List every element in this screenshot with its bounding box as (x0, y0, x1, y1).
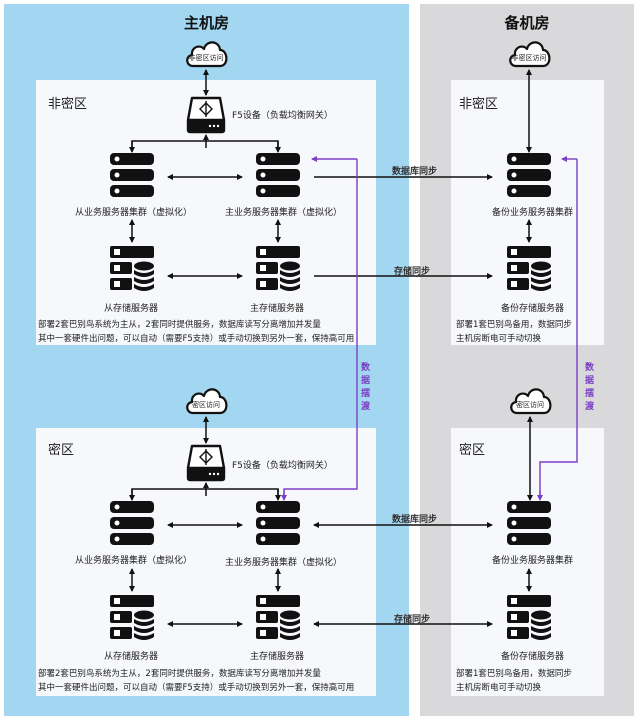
cloud-label: 非密区访问 (188, 54, 224, 62)
db-sync-label: 数据库同步 (392, 167, 438, 177)
storage-server-icon (507, 595, 551, 640)
main-public-zone: 非密区 (36, 80, 376, 345)
storage-server-icon (110, 595, 154, 640)
storage-server-icon (256, 246, 300, 291)
server-cluster-icon (110, 501, 154, 545)
master-cluster-label: 主业务服务器集群（虚拟化） (225, 558, 343, 568)
server-cluster-icon (256, 153, 300, 197)
slave-cluster-label: 从业务服务器集群（虚拟化） (75, 556, 193, 566)
storage-server-icon (256, 595, 300, 640)
slave-cluster-label: 从业务服务器集群（虚拟化） (75, 208, 193, 218)
backup-cluster-label: 备份业务服务器集群 (492, 556, 574, 566)
master-storage-label: 主存储服务器 (250, 652, 305, 662)
zone-description: 部署2套巴别鸟系统为主从，2套同时提供服务，数据库读写分离增加并发量 其中一套硬… (38, 669, 355, 693)
master-storage-label: 主存储服务器 (250, 304, 305, 314)
zone-label: 非密区 (48, 97, 88, 112)
zone-label: 密区 (459, 443, 486, 458)
storage-sync-label: 存储同步 (394, 615, 431, 625)
cloud-label: 密区访问 (516, 401, 544, 409)
cloud-label: 非密区访问 (511, 54, 547, 62)
load-balancer-icon (186, 444, 226, 482)
db-sync-label: 数据库同步 (392, 515, 438, 525)
server-cluster-icon (256, 501, 300, 545)
data-transfer-line (539, 159, 578, 499)
slave-storage-label: 从存储服务器 (104, 304, 159, 314)
server-cluster-icon (507, 153, 551, 197)
storage-server-icon (110, 246, 154, 291)
data-transfer-label: 数据摆渡 (361, 363, 371, 412)
backup-storage-label: 备份存储服务器 (501, 652, 565, 662)
backup-datacenter-title: 备机房 (504, 14, 550, 32)
cloud-label: 密区访问 (192, 401, 220, 409)
zone-label: 非密区 (459, 97, 499, 112)
f5-label: F5设备（负载均衡网关） (232, 461, 333, 471)
slave-storage-label: 从存储服务器 (104, 652, 159, 662)
backup-cluster-label: 备份业务服务器集群 (492, 208, 574, 218)
zone-description: 部署1套巴别鸟备用，数据同步 主机房断电可手动切换 (456, 320, 572, 344)
storage-sync-label: 存储同步 (394, 267, 431, 277)
zone-description: 部署2套巴别鸟系统为主从，2套同时提供服务，数据库读写分离增加并发量 其中一套硬… (38, 320, 355, 344)
data-transfer-label: 数据摆渡 (585, 363, 595, 412)
server-cluster-icon (110, 153, 154, 197)
backup-storage-label: 备份存储服务器 (501, 304, 565, 314)
f5-label: F5设备（负载均衡网关） (232, 111, 333, 121)
server-cluster-icon (507, 501, 551, 545)
storage-server-icon (507, 246, 551, 291)
zone-label: 密区 (48, 443, 75, 458)
master-cluster-label: 主业务服务器集群（虚拟化） (225, 208, 343, 218)
zone-description: 部署1套巴别鸟备用，数据同步 主机房断电可手动切换 (456, 669, 572, 693)
load-balancer-icon (186, 96, 226, 134)
main-datacenter-title: 主机房 (183, 14, 229, 32)
